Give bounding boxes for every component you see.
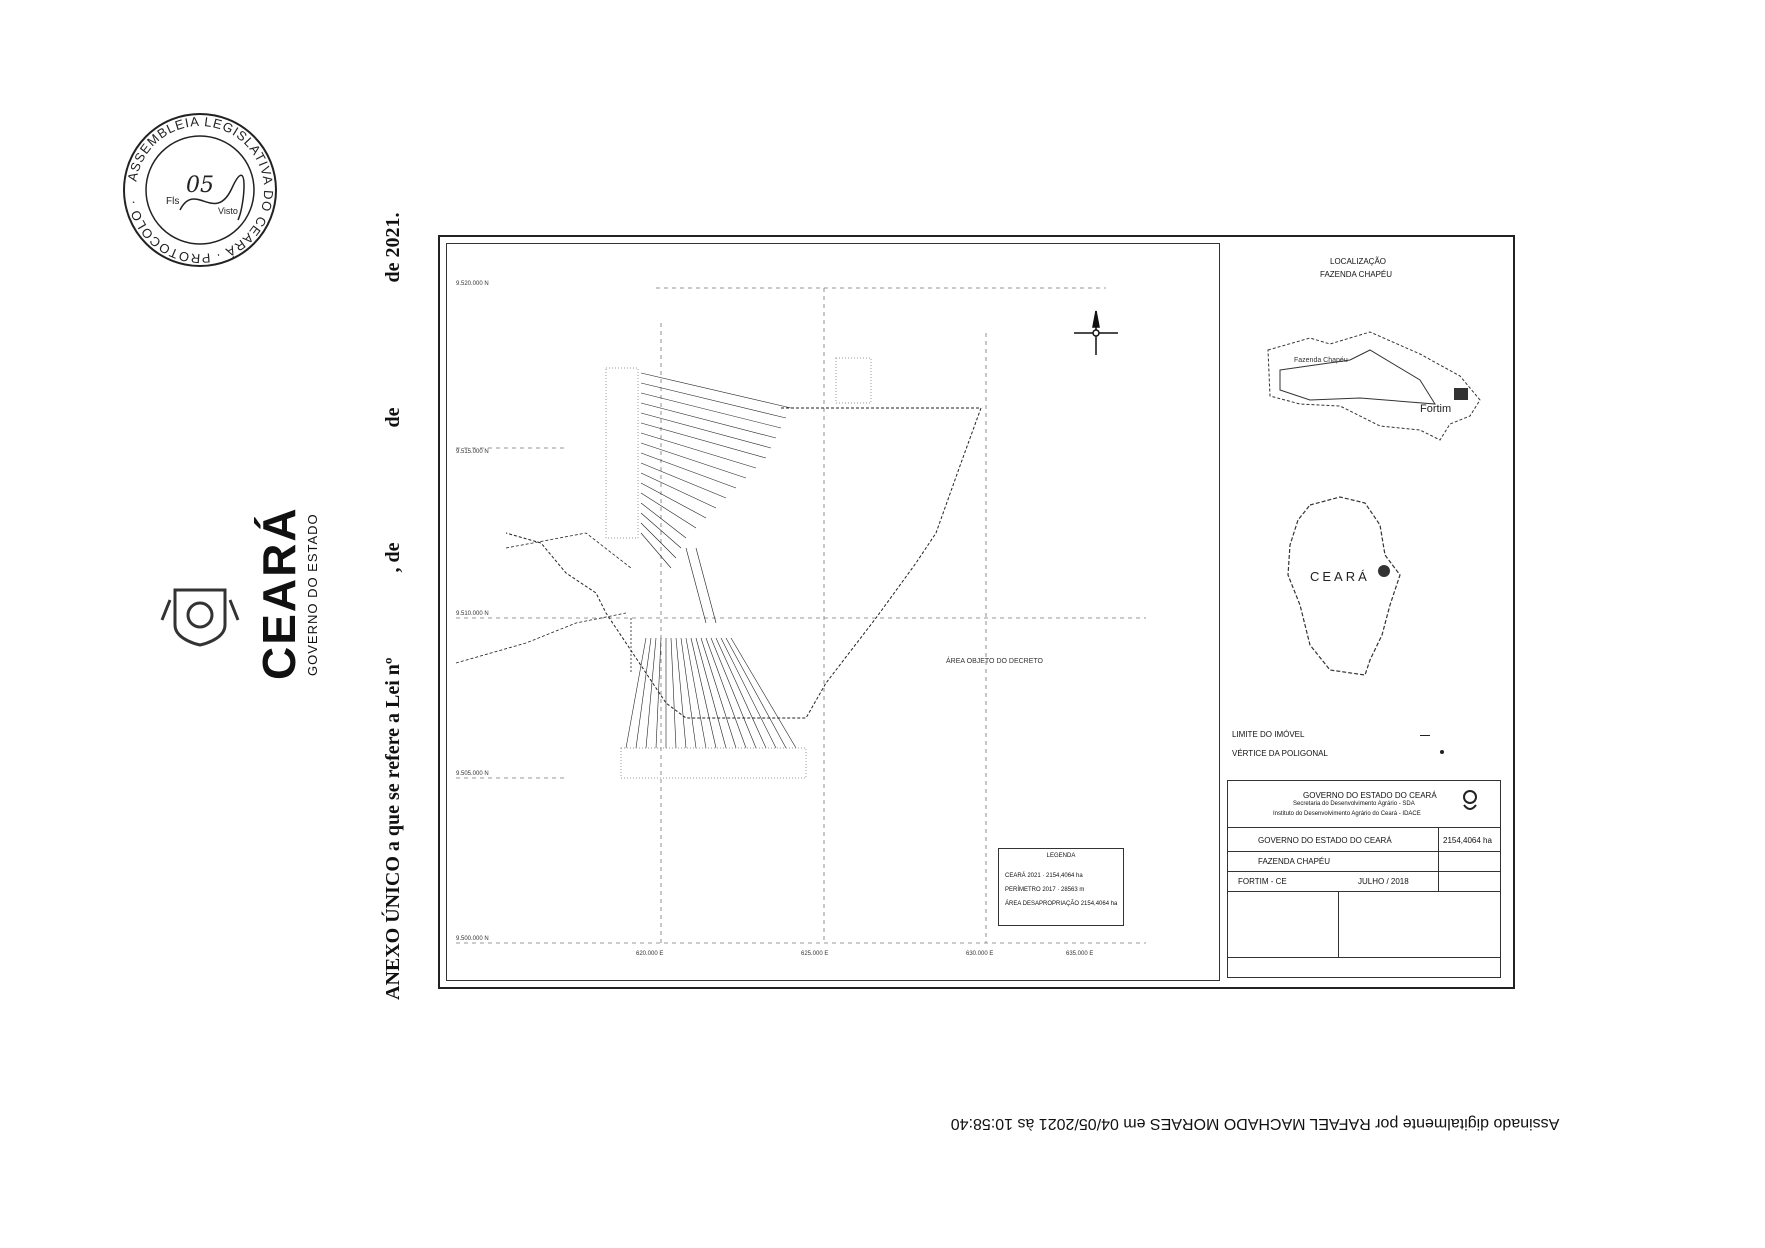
legend-item: CEARÁ 2021 · 2154,4064 ha [1005,873,1083,879]
idace-logo-icon [1463,790,1477,810]
seal-number: 05 [186,173,214,198]
annex-title-part3: de [382,407,404,428]
protocol-seal: ASSEMBLEIA LEGISLATIVA DO CEARÁ · PROTOC… [123,113,277,267]
dot-symbol-icon [1440,750,1444,754]
coord-label-e1: 620.000 E [636,951,663,957]
coord-label-n1: 9.520.000 N [456,281,489,287]
coordinate-grid [456,287,1146,944]
tb-header1: GOVERNO DO ESTADO DO CEARÁ [1303,791,1437,800]
coord-label-n3: 9.510.000 N [456,611,489,617]
tb-owner: GOVERNO DO ESTADO DO CEARÁ [1258,836,1392,845]
inset-farm-label: Fazenda Chapéu [1294,357,1348,364]
location-title: LOCALIZAÇÃO [1330,257,1387,266]
boundary-vertices-northwest [640,372,792,624]
ceara-coat-of-arms-icon [160,588,240,647]
main-map-frame [446,243,1220,981]
annex-title-part1: ANEXO ÚNICO a que se refere a Lei nº [382,657,404,1001]
logo-subtitle: GOVERNO DO ESTADO [305,513,320,676]
digital-signature-line: Assinado digitalmente por RAFAEL MACHADO… [950,1115,1560,1132]
seal-handwritten-signature [179,174,245,221]
coord-label-e3: 630.000 E [966,951,993,957]
title-block: GOVERNO DO ESTADO DO CEARÁ Secretaria do… [1227,780,1501,978]
annex-title-part4: de 2021. [382,212,404,283]
legend-item: PERÍMETRO 2017 · 28563 m [1005,887,1085,893]
line-symbol-icon [1420,735,1430,736]
side-legend-vertex-label: VÉRTICE DA POLIGONAL [1232,749,1328,758]
boundary-vertices-south [625,637,797,749]
state-inset-map: CEARÁ [1287,496,1401,676]
tb-municipality: FORTIM - CE [1238,877,1287,886]
municipality-inset-map: Fazenda Chapéu Fortim [1267,331,1481,441]
municipality-label: Fortim [1420,403,1451,415]
tb-property: FAZENDA CHAPÉU [1258,857,1331,866]
north-arrow-icon [1074,310,1118,355]
tb-header2: Secretaria do Desenvolvimento Agrário - … [1293,801,1415,807]
tb-date: JULHO / 2018 [1358,877,1409,886]
coord-label-e4: 635.000 E [1066,951,1093,957]
main-map: 9.520.000 N 9.515.000 N 9.510.000 N 9.50… [455,281,1146,957]
map-sheet-frame [438,235,1515,989]
map-legend: LEGENDA CEARÁ 2021 · 2154,4064 ha PERÍME… [998,848,1124,926]
state-label: CEARÁ [1310,569,1370,584]
coord-label-e2: 625.000 E [801,951,828,957]
location-subtitle: FAZENDA CHAPÉU [1320,270,1393,279]
seal-fls-label: Fls [166,196,179,207]
map-area-annotation: ÁREA OBJETO DO DECRETO [946,656,1044,665]
property-boundary [505,407,982,719]
annex-title: ANEXO ÚNICO a que se refere a Lei nº , d… [382,213,405,1001]
logo-name: CEARÁ [253,506,305,680]
tb-header3: Instituto do Desenvolvimento Agrário do … [1273,811,1421,817]
seal-visto-label: Visto [218,206,238,216]
legend-item: ÁREA DESAPROPRIAÇÃO 2154,4064 ha [1005,901,1118,907]
side-legend-boundary-label: LIMITE DO IMÓVEL [1232,730,1305,739]
coord-label-n5: 9.500.000 N [456,936,489,942]
vertex-labels-south [620,747,807,779]
vertex-labels-northwest [605,357,872,539]
coord-label-n4: 9.505.000 N [456,771,489,777]
coord-label-n2: 9.515.000 N [456,449,489,455]
annex-title-part2: , de [382,542,404,573]
legend-title: LEGENDA [1046,853,1076,859]
west-spur-boundary [505,532,632,569]
tb-area: 2154,4064 ha [1443,836,1492,845]
southwest-spur-boundary [455,612,627,664]
